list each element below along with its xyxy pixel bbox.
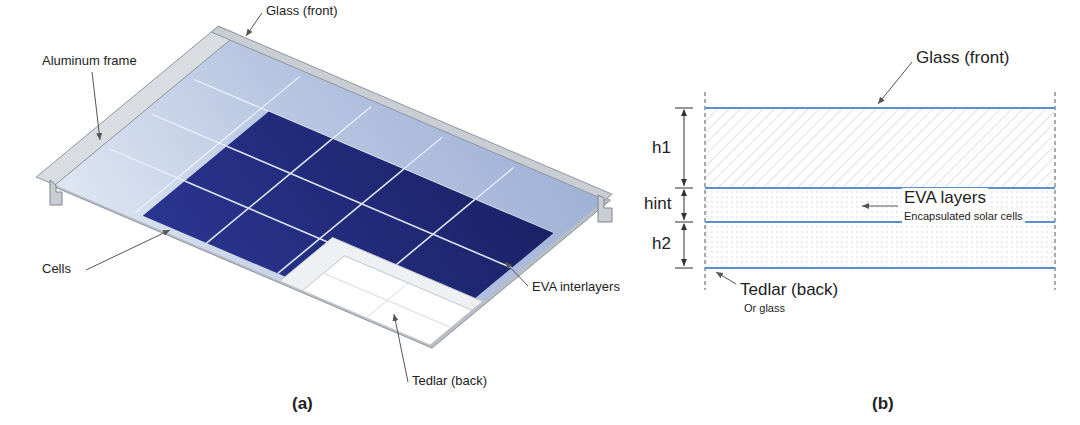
panel-letter: (a) [292, 394, 313, 414]
panel-letter: (b) [872, 394, 894, 414]
layer-note: Encapsulated solar cells [902, 210, 1025, 223]
part-label: Glass (front) [266, 4, 338, 19]
layer-label: Glass (front) [916, 48, 1010, 68]
layer-label: EVA layers [902, 188, 988, 208]
layer-note: Or glass [744, 302, 785, 315]
dimension-label: h2 [652, 234, 671, 254]
dimension-label: h1 [652, 138, 671, 158]
part-label: Aluminum frame [42, 54, 137, 69]
part-label: Cells [42, 262, 71, 277]
part-label: Tedlar (back) [412, 374, 487, 389]
part-label: EVA interlayers [532, 280, 620, 295]
dimension-label: hint [644, 194, 671, 214]
layer-label: Tedlar (back) [740, 280, 838, 300]
